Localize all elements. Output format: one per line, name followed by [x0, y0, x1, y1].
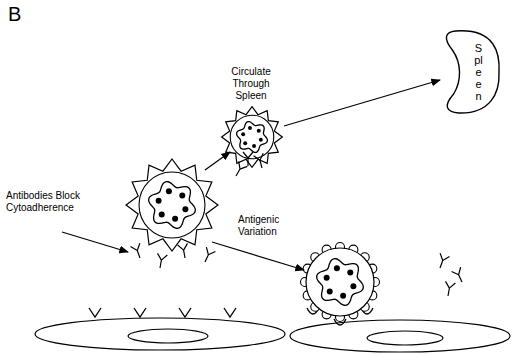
parasite-nucleus	[172, 216, 178, 222]
parasite-nucleus	[259, 138, 263, 142]
antibody	[452, 267, 467, 284]
annotation: Antigenic Variation	[238, 214, 298, 238]
arrow	[212, 242, 304, 270]
receptor	[224, 308, 236, 317]
receptor	[179, 308, 191, 317]
endothelial-cell	[290, 320, 510, 352]
parasite-nucleus	[248, 126, 252, 130]
arrow	[205, 152, 230, 170]
parasitized-cell	[126, 159, 218, 251]
cell-membrane	[126, 159, 218, 251]
parasite-nucleus	[347, 269, 353, 275]
parasite-nucleus	[243, 141, 247, 145]
parasite-nucleus	[156, 198, 162, 204]
parasite-nucleus	[166, 188, 172, 194]
antibody	[435, 253, 449, 270]
antibody	[131, 243, 145, 260]
antibody	[155, 253, 167, 269]
panel-letter: B	[8, 3, 38, 25]
parasite-nucleus	[252, 144, 256, 148]
antibody	[178, 243, 190, 259]
antibody	[443, 281, 455, 297]
parasite-membrane	[149, 182, 196, 229]
spleen-outline	[446, 31, 499, 113]
receptor	[134, 308, 146, 317]
organ-label: Spleen	[473, 42, 484, 102]
parasite-nucleus	[182, 206, 188, 212]
antibody	[200, 247, 215, 264]
cell-group	[126, 107, 380, 322]
endothelial-cell	[35, 318, 285, 350]
parasite-nucleus	[159, 212, 165, 218]
antibody-group	[131, 152, 467, 297]
spleen-organ: Spleen	[440, 28, 502, 116]
receptor	[89, 308, 101, 317]
parasite-nucleus	[324, 275, 330, 281]
parasite-nucleus	[257, 129, 261, 133]
parasite-nucleus	[241, 132, 245, 136]
cell-membrane	[139, 172, 205, 238]
cell-nucleus	[367, 331, 443, 345]
parasite-nucleus	[334, 265, 340, 271]
parasite-membrane	[237, 122, 268, 153]
parasitized-cell	[301, 243, 380, 322]
parasite-nucleus	[179, 192, 185, 198]
antibody	[232, 161, 248, 178]
cell-membrane	[230, 115, 274, 159]
arrow	[62, 232, 128, 252]
antibody	[243, 152, 253, 166]
spleen-outline	[440, 28, 502, 116]
cell-membrane	[222, 107, 283, 168]
annotation: Circulate Through Spleen	[222, 66, 280, 102]
parasitized-cell	[222, 107, 283, 168]
cell-nucleus	[128, 329, 208, 343]
parasite-nucleus	[340, 293, 346, 299]
antibody	[254, 153, 267, 169]
parasite-membrane	[317, 259, 364, 306]
parasite-nucleus	[350, 283, 356, 289]
annotation: Antibodies Block Cytoadherence	[6, 190, 82, 214]
parasite-nucleus	[327, 289, 333, 295]
arrow	[284, 80, 440, 126]
cell-membrane	[306, 248, 374, 316]
